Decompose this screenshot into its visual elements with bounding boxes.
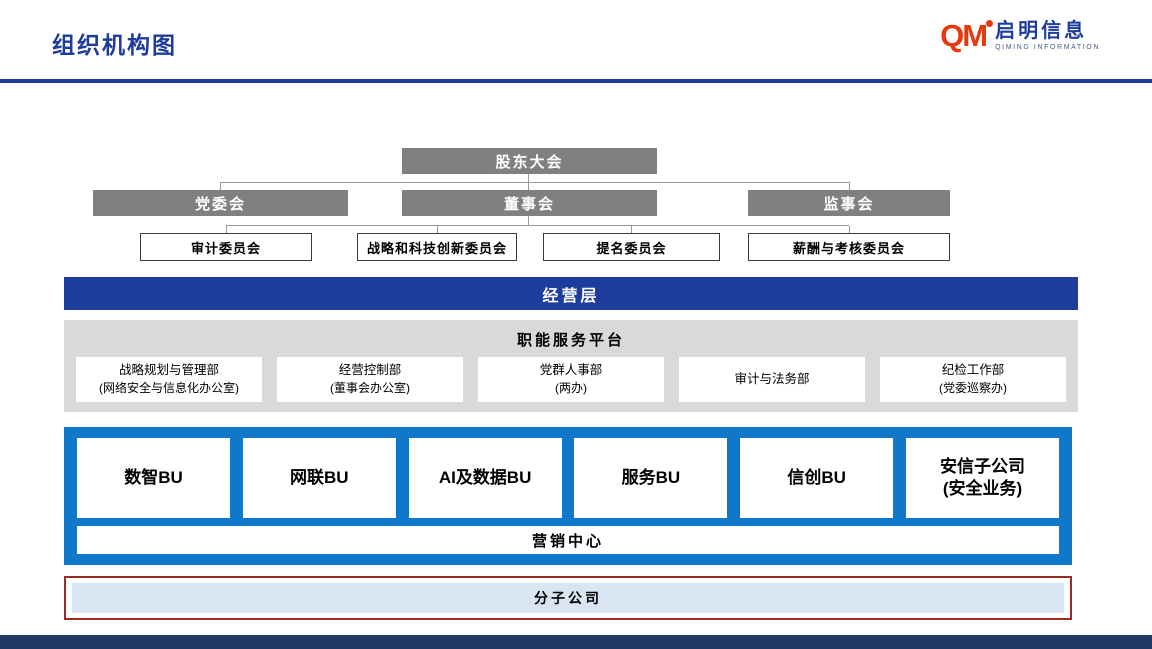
bu-box-xinchuang: 信创BU xyxy=(740,438,894,518)
dept-sublabel: (党委巡察办) xyxy=(939,380,1007,395)
bu-label: 网联BU xyxy=(290,467,349,487)
bu-label: AI及数据BU xyxy=(438,467,532,487)
dept-label: 党群人事部 xyxy=(539,363,603,378)
dept-sublabel: (两办) xyxy=(555,380,587,395)
footer-bar xyxy=(0,635,1152,649)
header-divider xyxy=(0,79,1152,83)
dept-label: 纪检工作部 xyxy=(941,363,1005,378)
bu-label: 信创BU xyxy=(787,467,846,487)
connector-line xyxy=(437,226,438,234)
committee-box-audit: 审计委员会 xyxy=(140,233,312,261)
logo-mark-icon: QM xyxy=(940,18,994,54)
bu-box-network-connection: 网联BU xyxy=(242,438,396,518)
business-units-panel: 数智BU 网联BU AI及数据BU 服务BU 信创BU 安信子公司 (安全 xyxy=(64,427,1072,565)
brand-name-en: QIMING INFORMATION xyxy=(995,44,1100,51)
marketing-center-bar: 营销中心 xyxy=(77,526,1059,554)
bu-box-service: 服务BU xyxy=(574,438,728,518)
department-row: 战略规划与管理部 (网络安全与信息化办公室) 经营控制部 (董事会办公室) 党群… xyxy=(76,357,1066,402)
bu-label: 服务BU xyxy=(621,467,681,487)
connector-line xyxy=(528,216,529,225)
dept-box-strategy-planning: 战略规划与管理部 (网络安全与信息化办公室) xyxy=(76,357,262,402)
dept-sublabel: (董事会办公室) xyxy=(330,380,410,395)
connector-line xyxy=(220,183,221,190)
logo-text: 启明信息 QIMING INFORMATION xyxy=(995,20,1100,52)
connector-line xyxy=(849,183,850,190)
connector-line xyxy=(220,182,850,183)
org-box-board: 董事会 xyxy=(402,190,657,216)
org-box-supervisory: 监事会 xyxy=(748,190,950,216)
dept-label: 审计与法务部 xyxy=(734,371,810,386)
org-box-shareholders: 股东大会 xyxy=(402,148,657,174)
subsidiaries-bar: 分子公司 xyxy=(72,583,1064,613)
business-units-row: 数智BU 网联BU AI及数据BU 服务BU 信创BU 安信子公司 (安全 xyxy=(77,438,1059,518)
bu-label: 安信子公司 xyxy=(939,456,1025,476)
dept-sublabel: (网络安全与信息化办公室) xyxy=(99,380,239,395)
brand-name-cn: 启明信息 xyxy=(995,20,1088,42)
committee-box-strategy-tech: 战略和科技创新委员会 xyxy=(357,233,517,261)
connector-line xyxy=(226,226,227,234)
page-title: 组织机构图 xyxy=(52,32,177,58)
dept-box-audit-legal: 审计与法务部 xyxy=(679,357,865,402)
bu-box-digital-intelligence: 数智BU xyxy=(77,438,230,518)
connector-line xyxy=(631,226,632,234)
bu-sublabel: (安全业务) xyxy=(942,479,1023,498)
connector-line xyxy=(528,183,529,190)
committee-box-nomination: 提名委员会 xyxy=(543,233,720,261)
management-layer-bar: 经营层 xyxy=(64,277,1078,310)
subsidiaries-frame: 分子公司 xyxy=(64,576,1072,620)
platform-title: 职能服务平台 xyxy=(516,332,625,349)
bu-label: 数智BU xyxy=(124,467,183,487)
connector-line xyxy=(849,226,850,234)
bu-box-ai-data: AI及数据BU xyxy=(408,438,562,518)
company-logo: QM 启明信息 QIMING INFORMATION xyxy=(940,20,1100,52)
committee-box-remuneration: 薪酬与考核委员会 xyxy=(748,233,950,261)
bu-box-anxin-subsidiary: 安信子公司 (安全业务) xyxy=(905,438,1059,518)
connector-line xyxy=(528,174,529,182)
dept-box-operation-control: 经营控制部 (董事会办公室) xyxy=(277,357,463,402)
functional-platform-panel: 职能服务平台 战略规划与管理部 (网络安全与信息化办公室) 经营控制部 (董事会… xyxy=(64,320,1078,412)
org-box-party-committee: 党委会 xyxy=(93,190,348,216)
connector-line xyxy=(226,225,849,226)
dept-label: 战略规划与管理部 xyxy=(118,363,219,378)
dept-box-party-hr: 党群人事部 (两办) xyxy=(478,357,664,402)
dept-label: 经营控制部 xyxy=(338,363,402,378)
dept-box-discipline-inspection: 纪检工作部 (党委巡察办) xyxy=(880,357,1066,402)
